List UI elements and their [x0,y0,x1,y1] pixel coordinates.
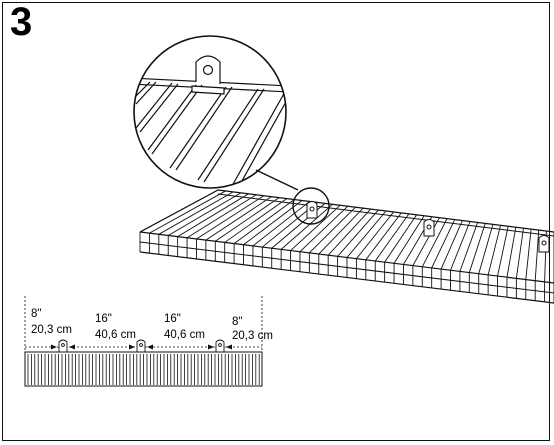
leader-line [255,169,299,191]
dim-4-inch: 8" [232,316,242,328]
shelf-clip-2 [423,219,435,237]
panel-frame [2,2,550,441]
dim-1-cm: 20,3 cm [31,324,72,336]
dim-2-inch: 16" [95,313,112,325]
dim-3-inch: 16" [164,313,181,325]
dim-4-cm: 20,3 cm [232,330,273,342]
shelf-clip-1 [306,201,318,219]
shelf-clip-3 [538,235,550,253]
dim-3-cm: 40,6 cm [164,329,205,341]
wire-shelf [139,189,554,304]
dim-1-inch: 8" [31,308,41,320]
detail-callout-circle [292,187,330,225]
spacing-dimension-diagram: 8" 20,3 cm 16" 40,6 cm 16" 40,6 cm 8" 20… [24,296,273,387]
magnified-clip-detail [133,35,287,189]
step-number: 3 [10,0,33,44]
dim-2-cm: 40,6 cm [95,329,136,341]
